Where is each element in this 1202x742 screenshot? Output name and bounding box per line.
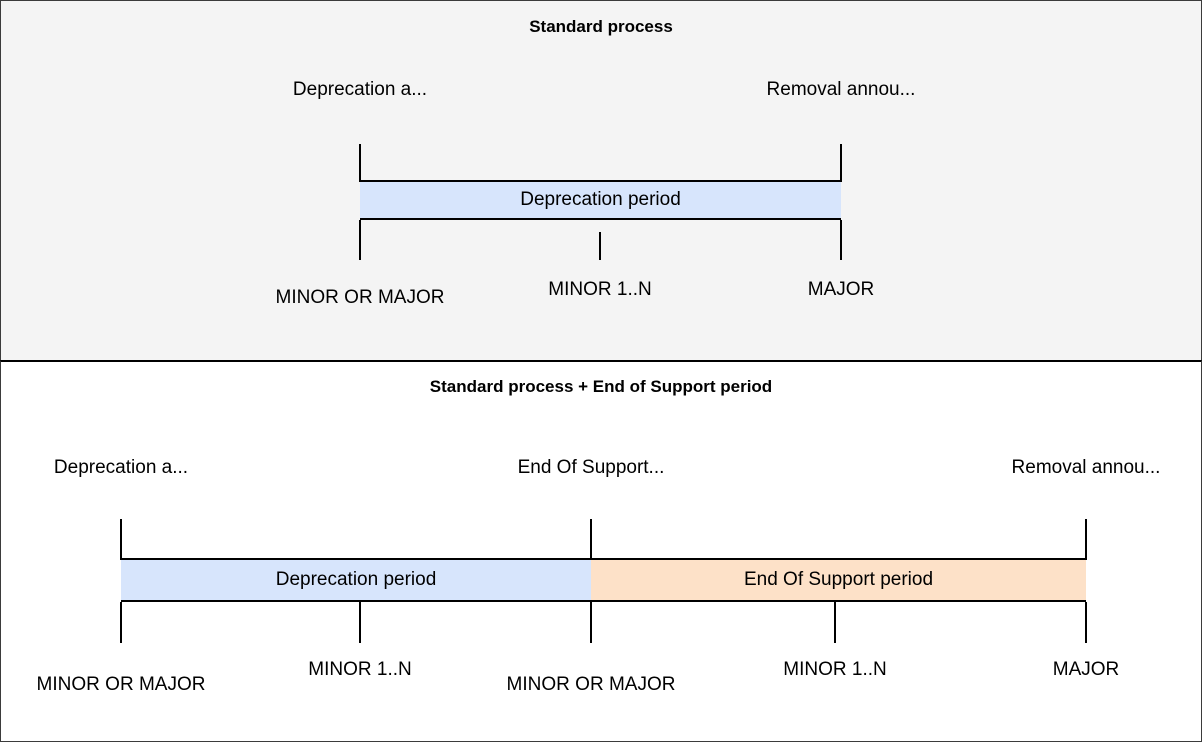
tick-bottom-minor-or-major-a-p2 <box>120 602 122 643</box>
release-label-minor-or-major-a-p2: MINOR OR MAJOR <box>36 674 206 695</box>
tick-top-removal-p1 <box>840 144 842 182</box>
release-label-minor-or-major-p1: MINOR OR MAJOR <box>275 287 445 308</box>
tick-bottom-major-p1 <box>840 220 842 260</box>
tick-bottom-minor-1n-a-p2 <box>359 602 361 643</box>
release-label-major-p2: MAJOR <box>1052 659 1120 680</box>
milestone-label-removal-announced-p2: Removal annou... <box>1011 457 1161 478</box>
milestone-label-end-of-support-p2: End Of Support... <box>517 457 665 478</box>
tick-top-deprecation-start-p1 <box>359 144 361 182</box>
release-label-minor-or-major-b-p2: MINOR OR MAJOR <box>506 674 676 695</box>
tick-bottom-minor-1n-p1 <box>599 232 601 260</box>
tick-bottom-minor-1n-b-p2 <box>834 602 836 643</box>
milestone-label-deprecation-announced-p1: Deprecation a... <box>292 79 428 100</box>
panel-standard-plus-eos <box>0 360 1202 742</box>
tick-bottom-minor-or-major-p1 <box>359 220 361 260</box>
bar-deprecation-period-p2: Deprecation period <box>121 558 591 602</box>
tick-bottom-minor-or-major-b-p2 <box>590 602 592 643</box>
panel-standard-process-title: Standard process <box>529 17 673 36</box>
tick-bottom-major-p2 <box>1085 602 1087 643</box>
release-label-minor-1n-p1: MINOR 1..N <box>548 279 652 300</box>
bar-end-of-support-period-p2: End Of Support period <box>591 558 1086 602</box>
release-label-minor-1n-a-p2: MINOR 1..N <box>308 659 412 680</box>
bar-deprecation-period-p1: Deprecation period <box>360 180 841 220</box>
release-label-minor-1n-b-p2: MINOR 1..N <box>783 659 887 680</box>
release-label-major-p1: MAJOR <box>807 279 875 300</box>
panel-standard-plus-eos-title: Standard process + End of Support period <box>429 377 773 396</box>
tick-top-removal-p2 <box>1085 519 1087 560</box>
tick-top-deprecation-start-p2 <box>120 519 122 560</box>
bar-label-deprecation-period-p2: Deprecation period <box>275 569 437 590</box>
milestone-label-deprecation-announced-p2: Deprecation a... <box>53 457 189 478</box>
tick-top-end-of-support-p2 <box>590 519 592 560</box>
bar-label-end-of-support-period-p2: End Of Support period <box>743 569 934 590</box>
milestone-label-removal-announced-p1: Removal annou... <box>766 79 916 100</box>
bar-label-deprecation-period-p1: Deprecation period <box>520 189 681 210</box>
